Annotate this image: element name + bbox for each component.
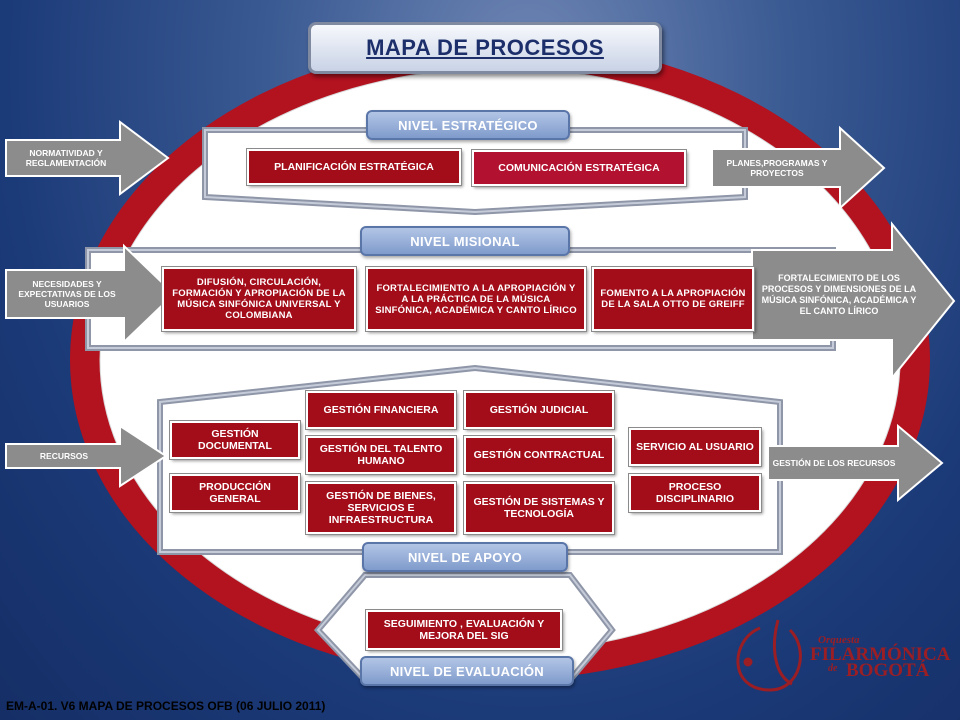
logo-emblem — [736, 619, 802, 692]
process-gestion-bienes: GESTIÓN DE BIENES, SERVICIOS E INFRAESTR… — [305, 481, 457, 535]
input-normatividad-label: NORMATIVIDAD Y REGLAMENTACIÓN — [25, 148, 107, 168]
output-gestion-recursos-label: GESTIÓN DE LOS RECURSOS — [772, 458, 896, 468]
process-produccion-general: PRODUCCIÓN GENERAL — [169, 473, 301, 513]
arrow-normatividad — [5, 120, 170, 196]
arrow-recursos — [5, 424, 168, 488]
process-gestion-contractual: GESTIÓN CONTRACTUAL — [463, 435, 615, 475]
process-difusion: DIFUSIÓN, CIRCULACIÓN, FORMACIÓN Y APROP… — [161, 266, 357, 332]
output-planes-label: PLANES,PROGRAMAS Y PROYECTOS — [726, 158, 828, 178]
process-fortalecimiento: FORTALECIMIENTO A LA APROPIACIÓN Y A LA … — [365, 266, 587, 332]
level-strategic-tab: NIVEL ESTRATÉGICO — [366, 110, 570, 140]
level-support-tab: NIVEL DE APOYO — [362, 542, 568, 572]
output-fortalecimiento-label: FORTALECIMIENTO DE LOS PROCESOS Y DIMENS… — [761, 273, 917, 316]
logo-line1: Orquesta — [818, 634, 860, 646]
input-recursos-label: RECURSOS — [39, 451, 89, 461]
process-gestion-sistemas: GESTIÓN DE SISTEMAS Y TECNOLOGÍA — [463, 481, 615, 535]
arrow-fortalecimiento — [751, 221, 956, 381]
footer-caption: EM-A-01. V6 MAPA DE PROCESOS OFB (06 JUL… — [6, 699, 326, 713]
process-comunicacion: COMUNICACIÓN ESTRATÉGICA — [471, 149, 687, 187]
process-servicio-usuario: SERVICIO AL USUARIO — [628, 427, 762, 467]
level-missional-tab: NIVEL MISIONAL — [360, 226, 570, 256]
logo-line4: BOGOTÁ — [846, 660, 930, 681]
logo-line2: FILARMÓNICA — [810, 644, 951, 665]
process-gestion-financiera: GESTIÓN FINANCIERA — [305, 390, 457, 430]
process-seguimiento: SEGUIMIENTO , EVALUACIÓN Y MEJORA DEL SI… — [365, 609, 563, 651]
arrow-gestion-recursos — [767, 423, 944, 503]
process-gestion-talento: GESTIÓN DEL TALENTO HUMANO — [305, 435, 457, 475]
process-planificacion: PLANIFICACIÓN ESTRATÉGICA — [246, 148, 462, 186]
input-necesidades-label: NECESIDADES Y EXPECTATIVAS DE LOS USUARI… — [18, 279, 116, 309]
logo-line3: de — [828, 663, 838, 674]
process-disciplinario: PROCESO DISCIPLINARIO — [628, 473, 762, 513]
level-evaluation-tab: NIVEL DE EVALUACIÓN — [360, 656, 574, 686]
arrow-necesidades — [5, 243, 176, 345]
arrow-planes — [711, 125, 886, 211]
process-gestion-documental: GESTIÓN DOCUMENTAL — [169, 420, 301, 460]
process-fomento: FOMENTO A LA APROPIACIÓN DE LA SALA OTTO… — [591, 266, 755, 332]
process-gestion-judicial: GESTIÓN JUDICIAL — [463, 390, 615, 430]
page-title: MAPA DE PROCESOS — [308, 22, 662, 74]
